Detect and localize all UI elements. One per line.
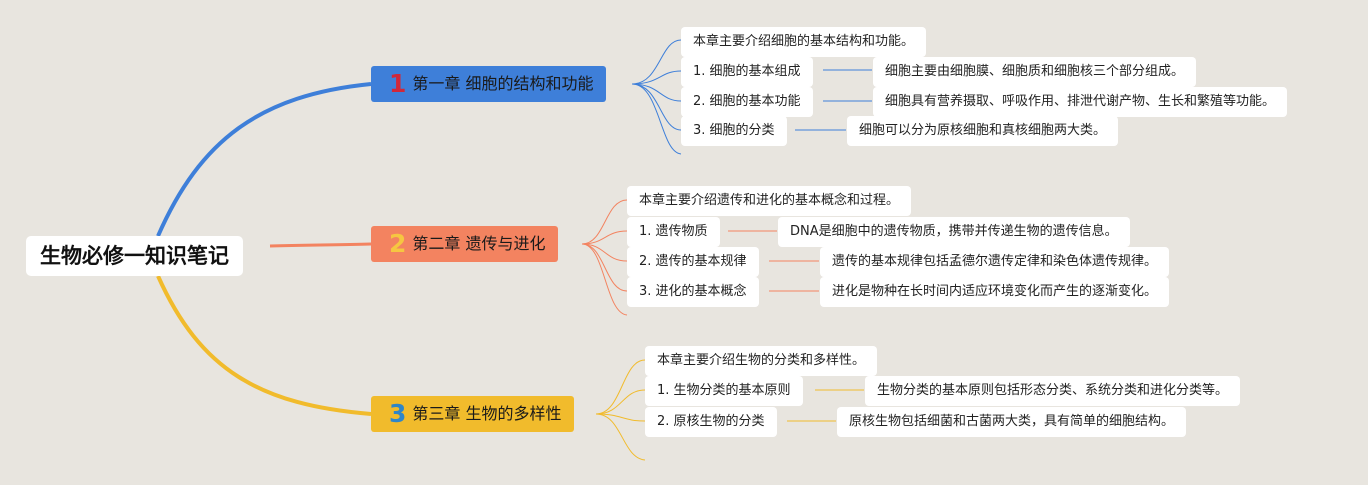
ch3-branch-summary <box>595 359 646 415</box>
topic-detail: DNA是细胞中的遗传物质，携带并传递生物的遗传信息。 <box>790 224 1118 239</box>
ch2-branch-topic-1 <box>581 230 628 245</box>
topic-detail: 遗传的基本规律包括孟德尔遗传定律和染色体遗传规律。 <box>832 254 1158 269</box>
topic-label: 2. 原核生物的分类 <box>657 414 765 429</box>
chapter-3-summary[interactable]: 本章主要介绍生物的分类和多样性。 <box>645 346 878 376</box>
chapter-1-node[interactable]: 1 第一章 细胞的结构和功能 <box>371 66 606 102</box>
topic-detail: 生物分类的基本原则包括形态分类、系统分类和进化分类等。 <box>877 383 1229 398</box>
chapter-2-node[interactable]: 2 第二章 遗传与进化 <box>371 226 558 262</box>
chapter-2-title: 第二章 遗传与进化 <box>412 234 546 253</box>
chapter-3-topic-2-detail[interactable]: 原核生物包括细菌和古菌两大类，具有简单的细胞结构。 <box>837 407 1187 437</box>
ch3-branch-topic-2 <box>595 413 646 422</box>
root-to-chapter-1-line <box>156 82 372 237</box>
chapter-2-summary-text: 本章主要介绍遗传和进化的基本概念和过程。 <box>639 193 900 208</box>
chapter-1-topic-1[interactable]: 1. 细胞的基本组成 <box>681 57 813 87</box>
ch1-branch-summary <box>631 39 682 85</box>
ch3-branch-topic-1 <box>595 389 646 415</box>
chapter-2-topic-3[interactable]: 3. 进化的基本概念 <box>627 277 759 307</box>
chapter-1-summary-text: 本章主要介绍细胞的基本结构和功能。 <box>693 34 915 49</box>
root-to-chapter-2-line <box>269 242 372 248</box>
topic-label: 2. 遗传的基本规律 <box>639 254 747 269</box>
chapter-1-topic-3[interactable]: 3. 细胞的分类 <box>681 116 787 146</box>
chapter-2-topic-2-detail[interactable]: 遗传的基本规律包括孟德尔遗传定律和染色体遗传规律。 <box>820 247 1170 277</box>
topic-detail: 细胞具有营养摄取、呼吸作用、排泄代谢产物、生长和繁殖等功能。 <box>885 94 1276 109</box>
topic-label: 1. 遗传物质 <box>639 224 708 239</box>
chapter-1-topic-2-detail[interactable]: 细胞具有营养摄取、呼吸作用、排泄代谢产物、生长和繁殖等功能。 <box>873 87 1288 117</box>
chapter-2-number-icon: 2 <box>389 229 407 258</box>
chapter-1-summary[interactable]: 本章主要介绍细胞的基本结构和功能。 <box>681 27 927 57</box>
chapter-1-title: 第一章 细胞的结构和功能 <box>412 74 594 93</box>
chapter-3-topic-1-detail[interactable]: 生物分类的基本原则包括形态分类、系统分类和进化分类等。 <box>865 376 1241 406</box>
topic-label: 2. 细胞的基本功能 <box>693 94 801 109</box>
root-to-chapter-3-line <box>156 275 372 416</box>
chapter-3-summary-text: 本章主要介绍生物的分类和多样性。 <box>657 353 866 368</box>
chapter-3-topic-2[interactable]: 2. 原核生物的分类 <box>645 407 777 437</box>
root-title: 生物必修一知识笔记 <box>40 244 229 268</box>
ch1-branch-topic-1 <box>631 70 682 85</box>
ch2-branch-summary <box>581 199 628 245</box>
ch2-branch-topic-3 <box>581 243 628 292</box>
chapter-1-topic-2[interactable]: 2. 细胞的基本功能 <box>681 87 813 117</box>
chapter-1-number-icon: 1 <box>389 69 407 98</box>
root-node[interactable]: 生物必修一知识笔记 <box>26 236 243 276</box>
topic-label: 3. 细胞的分类 <box>693 123 775 138</box>
topic-detail: 原核生物包括细菌和古菌两大类，具有简单的细胞结构。 <box>849 414 1175 429</box>
topic-detail: 细胞主要由细胞膜、细胞质和细胞核三个部分组成。 <box>885 64 1185 79</box>
topic-label: 1. 生物分类的基本原则 <box>657 383 791 398</box>
chapter-2-topic-1[interactable]: 1. 遗传物质 <box>627 217 720 247</box>
ch1-branch-topic-2 <box>631 83 682 102</box>
chapter-2-summary[interactable]: 本章主要介绍遗传和进化的基本概念和过程。 <box>627 186 912 216</box>
ch2-branch-end <box>581 243 628 316</box>
chapter-1-topic-3-detail[interactable]: 细胞可以分为原核细胞和真核细胞两大类。 <box>847 116 1119 146</box>
topic-detail: 进化是物种在长时间内适应环境变化而产生的逐渐变化。 <box>832 284 1158 299</box>
chapter-1-topic-1-detail[interactable]: 细胞主要由细胞膜、细胞质和细胞核三个部分组成。 <box>873 57 1197 87</box>
topic-label: 3. 进化的基本概念 <box>639 284 747 299</box>
ch3-branch-end <box>595 413 646 461</box>
topic-detail: 细胞可以分为原核细胞和真核细胞两大类。 <box>859 123 1107 138</box>
ch1-branch-end <box>631 83 682 155</box>
chapter-3-title: 第三章 生物的多样性 <box>412 404 562 423</box>
topic-label: 1. 细胞的基本组成 <box>693 64 801 79</box>
chapter-2-topic-3-detail[interactable]: 进化是物种在长时间内适应环境变化而产生的逐渐变化。 <box>820 277 1170 307</box>
chapter-3-topic-1[interactable]: 1. 生物分类的基本原则 <box>645 376 803 406</box>
ch1-branch-topic-3 <box>631 83 682 131</box>
chapter-3-node[interactable]: 3 第三章 生物的多样性 <box>371 396 574 432</box>
chapter-3-number-icon: 3 <box>389 399 407 428</box>
chapter-2-topic-1-detail[interactable]: DNA是细胞中的遗传物质，携带并传递生物的遗传信息。 <box>778 217 1130 247</box>
chapter-2-topic-2[interactable]: 2. 遗传的基本规律 <box>627 247 759 277</box>
